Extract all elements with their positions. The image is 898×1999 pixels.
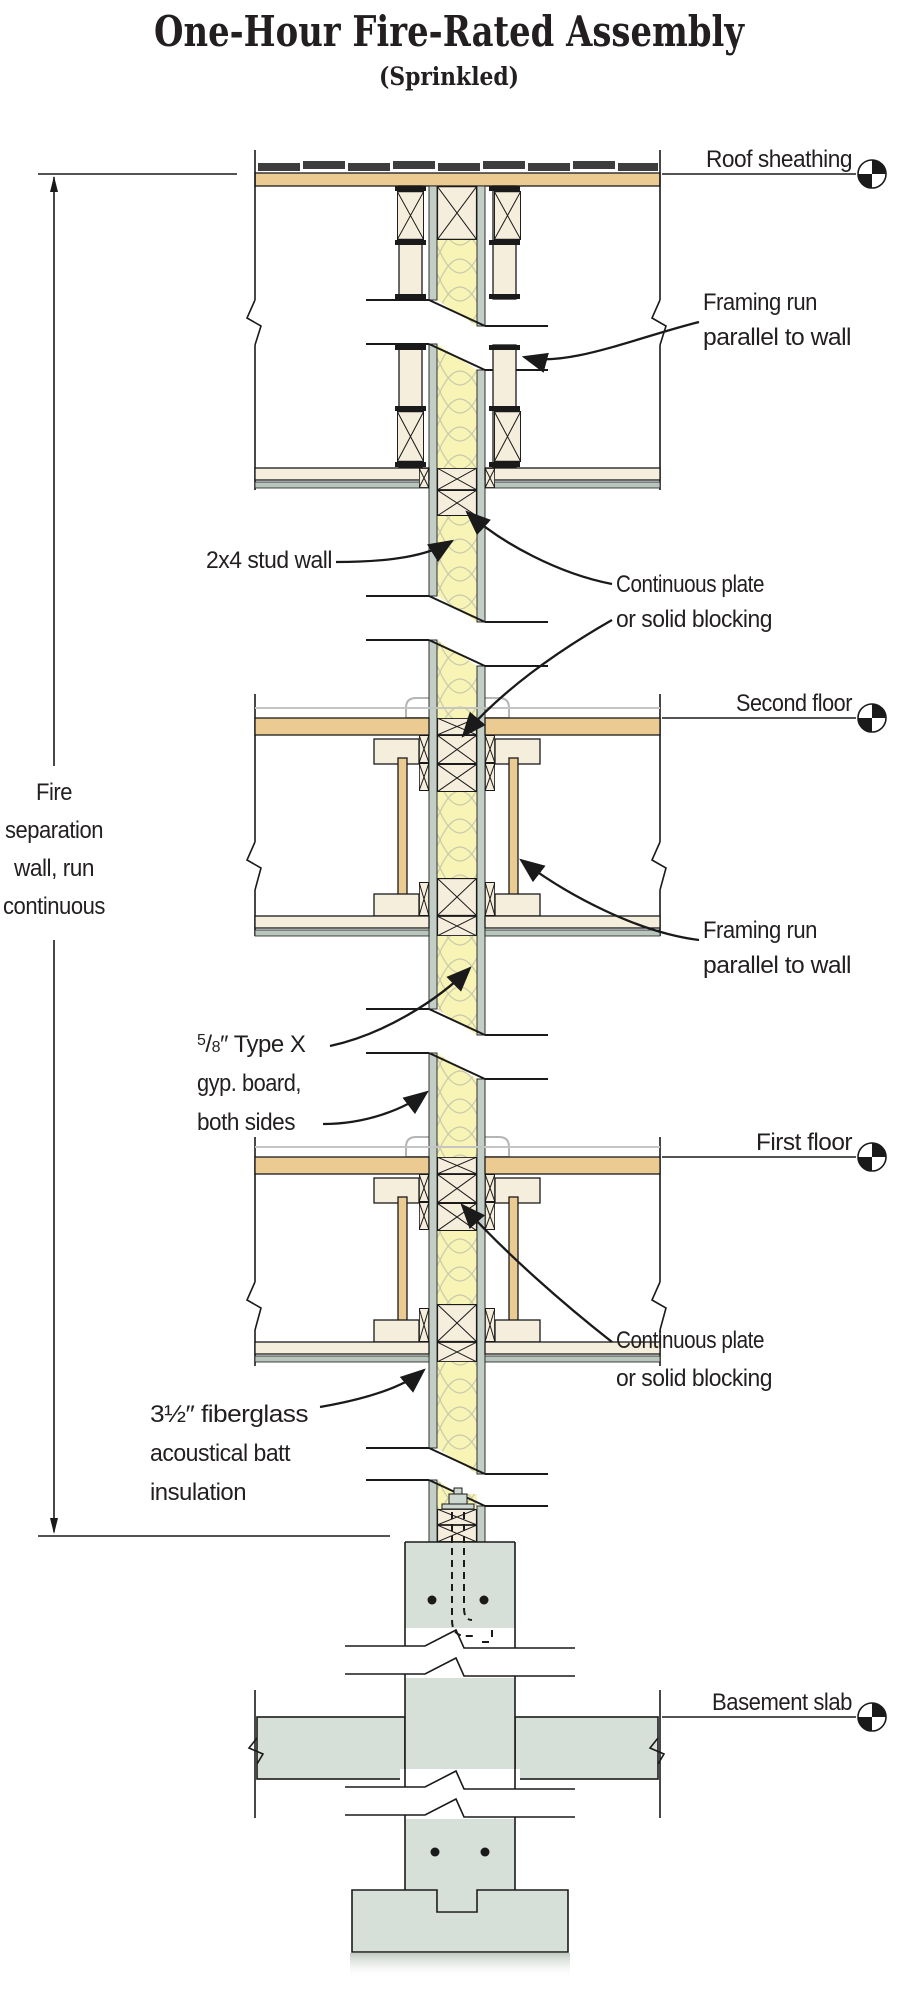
basement-slab (247, 1690, 666, 1818)
label-fire-separation-3: wall, run (13, 855, 94, 882)
wall-gypsum-right (476, 185, 486, 1543)
label-batt-1: 3½″ fiberglass (150, 1401, 309, 1428)
rebar-dot (427, 1595, 437, 1605)
rebar-dot (480, 1847, 490, 1857)
roof-assembly (254, 161, 661, 187)
parallel-stud (397, 1196, 408, 1325)
label-fire-separation-4: continuous (3, 893, 105, 920)
dimension-fire-separation (38, 173, 390, 1537)
continuous-plate-blocking (437, 490, 477, 516)
dimension-arrow-up (50, 176, 58, 192)
arrow-continuous-plate-down (461, 619, 613, 738)
label-continuous-plate-lower-1: Continuous plate (616, 1327, 764, 1354)
bottom-plate (373, 893, 420, 917)
arrow-stud-wall (335, 539, 454, 564)
ground-shading (350, 1953, 570, 1979)
anchor-bolt (451, 1512, 493, 1643)
blocking-x (397, 191, 424, 240)
label-gyp-board-3: both sides (197, 1109, 295, 1136)
break-jog (245, 299, 262, 346)
label-batt-3: insulation (150, 1479, 246, 1506)
roof-rafters (395, 185, 521, 468)
label-framing-upper-1: Framing run (703, 289, 817, 316)
foundation-wall (345, 1512, 575, 1890)
nut (448, 1493, 468, 1505)
arrow-continuous-plate-up (465, 510, 613, 586)
sill-assembly (437, 1487, 477, 1542)
continuous-plate-blocking (437, 1174, 477, 1203)
arrow-framing-upper (521, 320, 700, 373)
diagram-title: One-Hour Fire-Rated Assembly (154, 7, 745, 56)
subfloor (254, 1156, 430, 1175)
floor-leaders (662, 173, 856, 1718)
label-batt-2: acoustical batt (150, 1440, 291, 1467)
label-continuous-plate-lower-2: or solid blocking (616, 1365, 772, 1392)
roof-sheathing-board (254, 172, 661, 187)
floor-assembly-first (254, 1146, 661, 1343)
label-first-floor: First floor (756, 1129, 853, 1156)
label-framing-upper-2: parallel to wall (703, 324, 851, 351)
bottom-plate (373, 1319, 420, 1343)
ceiling-assembly-2 (254, 915, 661, 937)
dimension-arrow-down (50, 1518, 58, 1534)
arrow-gyp-upper (329, 966, 472, 1048)
top-plate (373, 738, 420, 765)
wall-insulation (437, 240, 477, 1509)
washer (441, 1503, 475, 1510)
rebar-dot (479, 1595, 489, 1605)
foundation-tongue (438, 1890, 476, 1911)
arrow-continuous-plate-2 (460, 1203, 613, 1343)
label-framing-lower-1: Framing run (703, 917, 817, 944)
bolt-cap (453, 1487, 463, 1495)
continuous-plate-blocking (437, 186, 477, 240)
registration-mark-first-floor (857, 1142, 887, 1172)
arrow-framing-lower (519, 858, 700, 942)
foundation-break-jog (345, 1628, 575, 1649)
rebar-dot (430, 1847, 440, 1857)
rafter-end-caps (395, 186, 520, 467)
roof-shingles (258, 161, 658, 171)
label-continuous-plate-upper-1: Continuous plate (616, 571, 764, 598)
arrow-batt-insulation (319, 1368, 426, 1409)
top-plate (373, 1177, 420, 1204)
label-gyp-board-1: 5/8″ Type X (197, 1031, 306, 1058)
slab-break-jog (247, 1737, 265, 1765)
label-fire-separation-1: Fire (36, 779, 72, 806)
parallel-stud (397, 757, 408, 899)
wall-gypsum-left (428, 185, 438, 1543)
registration-mark-basement-slab (857, 1702, 887, 1732)
registration-mark-second-floor (857, 703, 887, 733)
label-second-floor: Second floor (736, 690, 852, 717)
label-continuous-plate-upper-2: or solid blocking (616, 606, 772, 633)
label-fire-separation-2: separation (5, 817, 103, 844)
diagram-subtitle: (Sprinkled) (379, 62, 519, 91)
floor-assembly-second (254, 707, 661, 917)
label-roof-sheathing: Roof sheathing (706, 146, 852, 173)
continuous-plate-blocking (437, 735, 477, 764)
leader-arrows (319, 320, 700, 1409)
registration-mark-roof (857, 159, 887, 189)
label-basement-slab: Basement slab (712, 1689, 852, 1716)
ceiling-assembly-1 (254, 467, 661, 516)
label-stud-wall: 2x4 stud wall (206, 547, 332, 574)
footing (351, 1889, 569, 1953)
arrow-gyp-lower (322, 1090, 429, 1126)
label-gyp-board-2: gyp. board, (197, 1070, 301, 1097)
ceiling-assembly-3 (254, 1341, 661, 1363)
subfloor (254, 717, 430, 736)
label-framing-lower-2: parallel to wall (703, 952, 851, 979)
